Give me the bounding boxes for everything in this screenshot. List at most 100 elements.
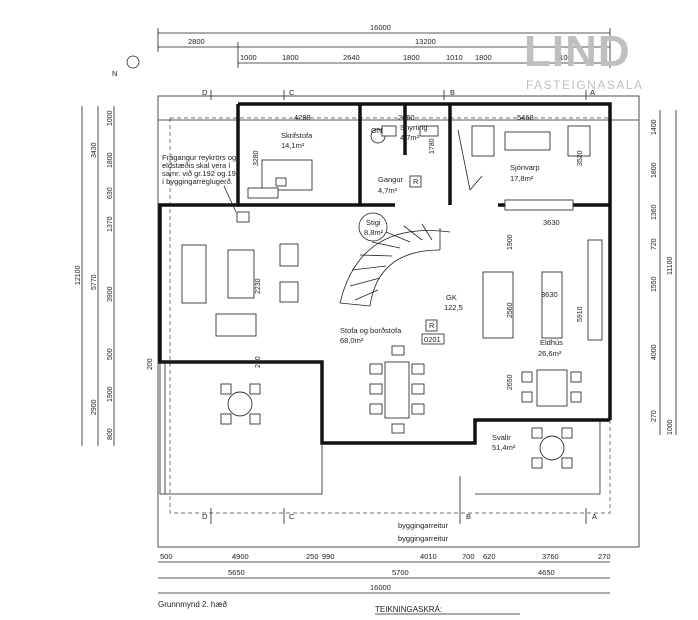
note-line: í byggingarreglugerð. (162, 177, 233, 186)
note-line: Frágangur reykrörs og (162, 153, 236, 162)
room-name: Gangur (378, 175, 404, 184)
dim-bottom-row1: 4010 (420, 552, 437, 561)
dim-left-inner: 630 (107, 187, 114, 199)
dim-top-row3: 1800 (475, 53, 492, 62)
dim-bottom-row2: 4650 (538, 568, 555, 577)
interior-dim: 2230 (255, 278, 262, 294)
room-area: 68,0m² (340, 336, 364, 345)
room-area: 17,8m² (510, 174, 534, 183)
dim-right-inner: 1360 (651, 204, 658, 220)
right-dimensions: 1400 1800 1360 720 1550 4000 270 11100 1… (651, 110, 677, 435)
dim-bottom-row1: 270 (598, 552, 611, 561)
dim-right-inner: 720 (651, 238, 658, 250)
axis-markers-top: D C B A (202, 88, 595, 100)
dim-left-inner: 1900 (107, 386, 114, 402)
left-dimensions: 12100 3430 5770 2900 1000 1800 630 1370 … (75, 106, 154, 446)
room-name: GK (446, 293, 457, 302)
room-area: 14,1m² (281, 141, 305, 150)
dim-right-inner: 1800 (651, 162, 658, 178)
room-area: 8,8m² (364, 228, 384, 237)
room-name: Eldhús (540, 338, 563, 347)
dim-top-row3: 3100 (555, 53, 572, 62)
axis-label: D (202, 88, 208, 97)
dim-top-row3: 1800 (282, 53, 299, 62)
interior-dim: 270 (255, 356, 262, 368)
r-marker: R (413, 177, 419, 186)
dim-bottom-total: 16000 (370, 583, 391, 592)
dim-left-inner: 1000 (107, 110, 114, 126)
room-area: 26,6m² (538, 349, 562, 358)
kitchen-furniture (482, 239, 603, 407)
interior-dim: 2650 (507, 374, 514, 390)
interior-dim: 1900 (507, 234, 514, 250)
room-name: Skrifstofa (281, 131, 313, 140)
footprint-outline (157, 95, 640, 548)
fireplace-note: Frágangur reykrörs og eldstæðis skal ver… (162, 153, 240, 213)
dim-top-row3: 1800 (403, 53, 420, 62)
bygg-line-label: byggingarreitur (398, 521, 449, 530)
dim-bottom-row1: 250 (306, 552, 319, 561)
living-furniture (181, 211, 299, 337)
room-name: Stigi (366, 218, 381, 227)
dim-right-extra: 1000 (667, 419, 674, 435)
interior-dim: 5910 (577, 306, 584, 322)
interior-dim: 3630 (543, 218, 560, 227)
interior-dim: 4288 (294, 113, 311, 122)
north-label: N (112, 69, 117, 78)
room-name: Sjónvarp (510, 163, 540, 172)
axis-label: D (202, 512, 208, 521)
dim-bottom-row1: 4900 (232, 552, 249, 561)
dim-top-row2: 13200 (415, 37, 436, 46)
room-area: 122,5 (444, 303, 463, 312)
dim-left-outer: 5770 (91, 274, 98, 290)
dim-bottom-row1: 700 (462, 552, 475, 561)
dim-bottom-row2: 5700 (392, 568, 409, 577)
axis-label: C (289, 512, 295, 521)
brand-subtitle: FASTEIGNASALA (526, 78, 644, 92)
room-labels: Skrifstofa 14,1m² Snyrting 4,7m² Sjónvar… (281, 123, 563, 452)
axis-label: C (289, 88, 295, 97)
interior-dim: 3280 (253, 150, 260, 166)
interior-dim: 2660 (398, 113, 415, 122)
note-line: eldstæðis skal vera í (162, 161, 231, 170)
plan-title: Grunnmynd 2. hæð (158, 600, 227, 609)
tv-room-furniture (457, 125, 591, 211)
interior-dim: 2560 (507, 302, 514, 318)
dim-left-total: 12100 (75, 265, 82, 285)
gn-label: GN (371, 126, 382, 135)
dim-bottom-row2: 5650 (228, 568, 245, 577)
interior-dimensions: 4288 2660 5468 1780 3280 3520 3630 1900 … (253, 113, 584, 390)
dim-right-inner: 4000 (651, 344, 658, 360)
dining-furniture (369, 345, 425, 434)
terrace (159, 361, 323, 495)
bathroom-fixtures (370, 125, 439, 144)
markers: GN R R 0201 (371, 126, 445, 345)
axis-label: B (450, 88, 455, 97)
room-area: 51,4m² (492, 443, 516, 452)
room-name: Stofa og borðstofa (340, 326, 402, 335)
dim-bottom-row1: 3760 (542, 552, 559, 561)
north-arrow-icon: N (112, 55, 140, 78)
axis-markers-bottom: D C B A byggingarreitur byggingarreitur (202, 476, 597, 543)
interior-dim: 5468 (517, 113, 534, 122)
dim-right-inner: 1550 (651, 276, 658, 292)
room-name: Snyrting (400, 123, 428, 132)
dim-left-inner: 1370 (107, 216, 114, 232)
dim-left-inner: 500 (107, 348, 114, 360)
axis-label: A (592, 512, 597, 521)
room-area: 4,7m² (400, 133, 420, 142)
dim-top-row3: 1000 (240, 53, 257, 62)
note-line: samr. við gr.192 og.193 (162, 169, 240, 178)
dim-left-inner: 800 (107, 428, 114, 440)
dim-left-outer: 2900 (91, 399, 98, 415)
room-code: 0201 (424, 335, 441, 344)
logo-backdrop (522, 4, 672, 96)
dim-top-row3: 1010 (446, 53, 463, 62)
dim-top-total: 16000 (370, 23, 391, 32)
dim-right-total: 11100 (667, 256, 674, 275)
staircase (339, 212, 451, 307)
dim-right-inner: 270 (651, 410, 658, 422)
r-marker: R (429, 321, 435, 330)
dim-right-inner: 1400 (651, 119, 658, 135)
